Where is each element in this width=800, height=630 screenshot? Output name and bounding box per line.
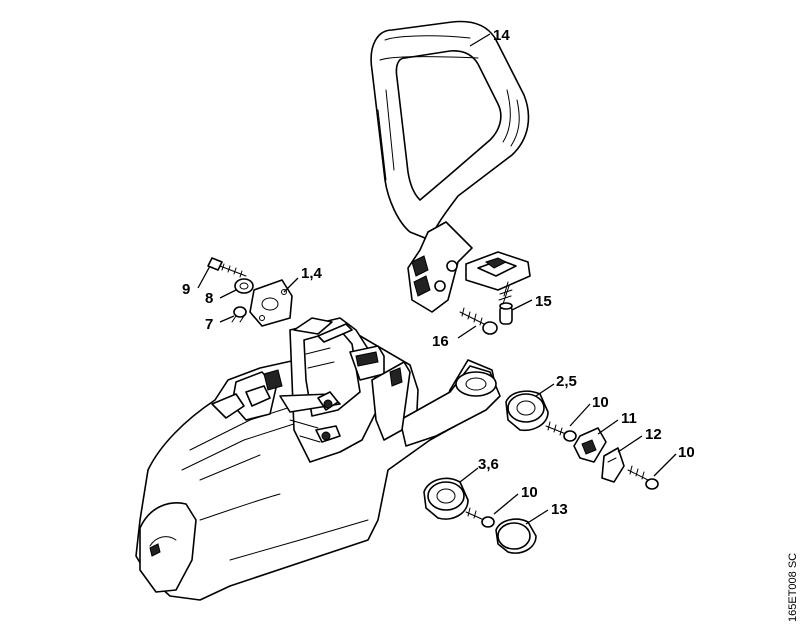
callout-7: 7 (205, 316, 213, 333)
callout-10-b: 10 (678, 444, 695, 461)
callout-16: 16 (432, 333, 449, 350)
screw-part-9 (207, 257, 247, 278)
handlebar-part-14 (370, 20, 530, 313)
clip-part-12 (601, 447, 625, 483)
screw-part-10-a (545, 421, 577, 442)
drawing-code: 165ET008 SC (787, 553, 799, 622)
callout-15: 15 (535, 293, 552, 310)
callout-13: 13 (551, 501, 568, 518)
washer-part-8 (234, 278, 254, 294)
screw-part-10-b (627, 465, 659, 490)
callout-3-6: 3,6 (478, 456, 499, 473)
callout-14: 14 (493, 27, 510, 44)
grommet-part-3-6 (423, 477, 469, 520)
bracket-part-11 (573, 427, 607, 463)
housing-body (135, 317, 501, 601)
callout-11: 11 (621, 410, 637, 427)
callout-2-5: 2,5 (556, 373, 577, 390)
pin-part-7 (231, 306, 247, 323)
plug-part-13 (495, 518, 537, 554)
screw-part-10-c (465, 507, 495, 528)
callout-8: 8 (205, 290, 213, 307)
handle-clamp-block (465, 251, 531, 291)
callout-12: 12 (645, 426, 662, 443)
screw-part-16 (459, 307, 498, 335)
callout-9: 9 (182, 281, 190, 298)
callout-1-4: 1,4 (301, 265, 323, 282)
grommet-part-2-5 (505, 390, 549, 432)
cover-plate-part-1-4 (249, 279, 293, 327)
leader-lines (197, 33, 677, 525)
screw-part-15 (498, 281, 513, 325)
callout-10-a: 10 (592, 394, 609, 411)
callout-10-c: 10 (521, 484, 538, 501)
